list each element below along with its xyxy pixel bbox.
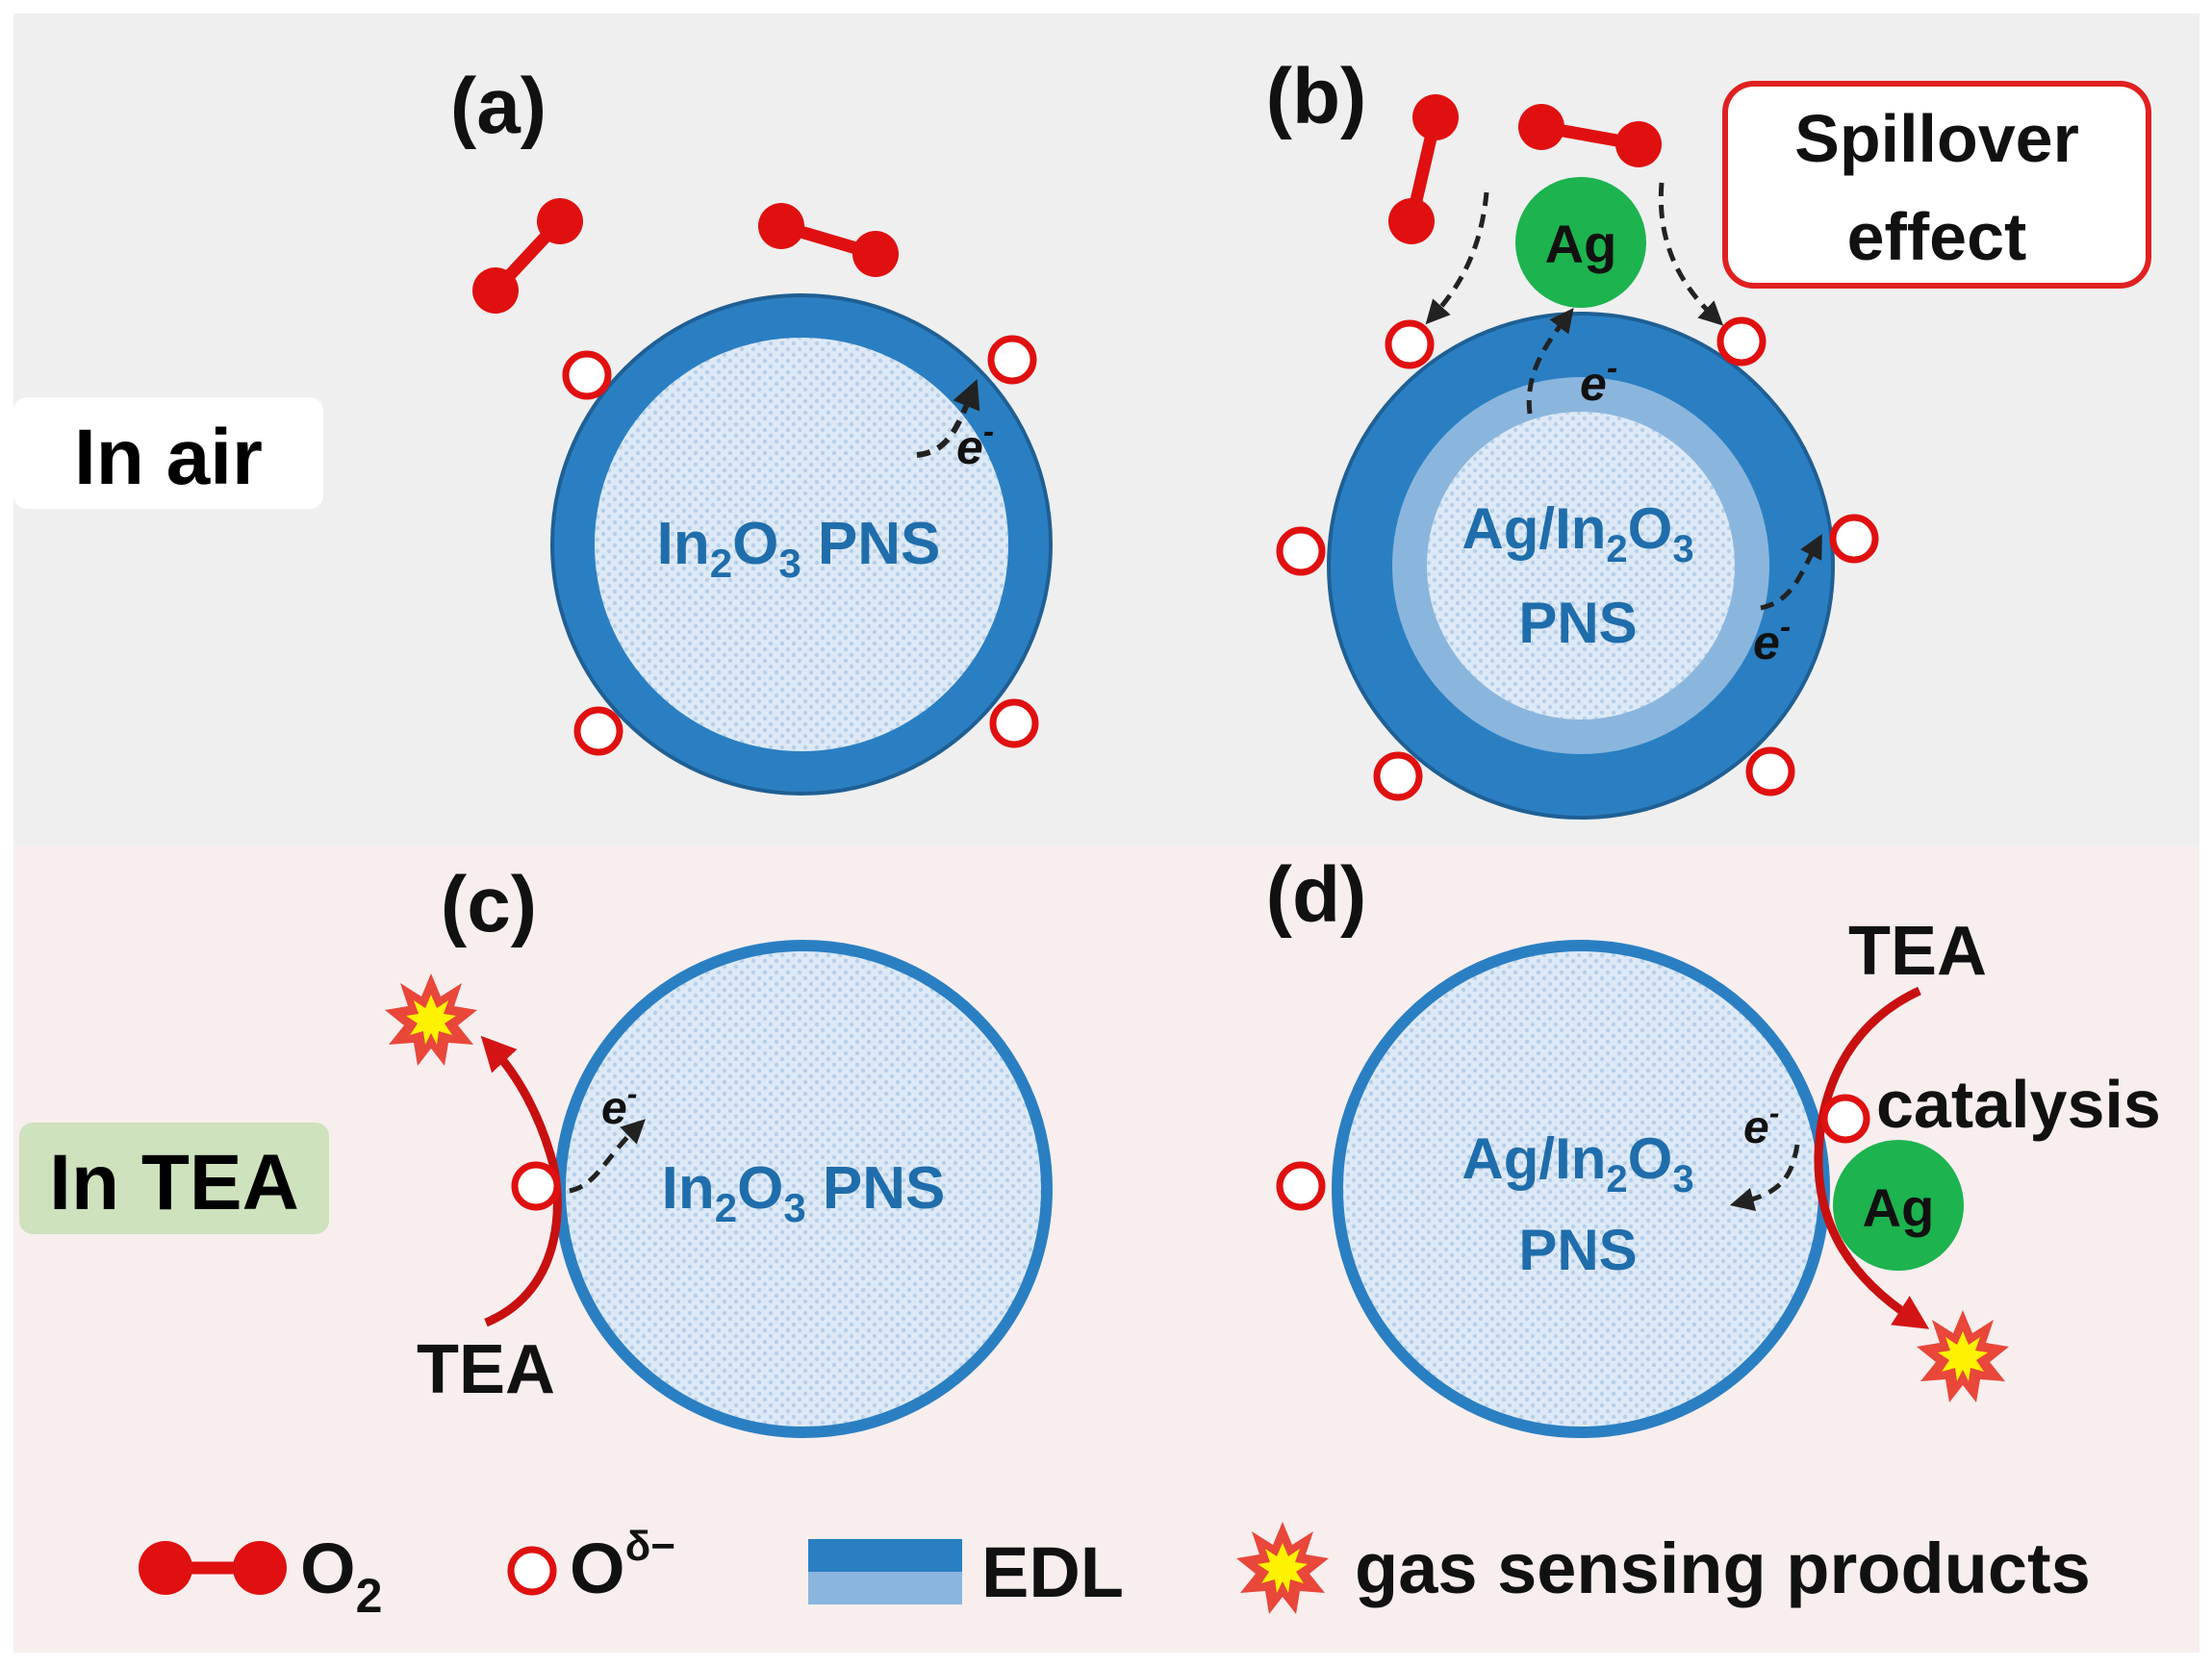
adsorbed-oxygen-ion bbox=[1716, 316, 1767, 366]
spillover-callout-line1: Spillover bbox=[1794, 101, 2079, 176]
spillover-arrow-left bbox=[1425, 191, 1489, 325]
panel-c-tag: (c) bbox=[441, 861, 537, 948]
in2o3-core bbox=[595, 338, 1008, 751]
ag-nanoparticle bbox=[1833, 1140, 1964, 1271]
electron-label: e- bbox=[601, 1076, 637, 1134]
legend-oxygen-ion-label: Oδ− bbox=[570, 1523, 675, 1608]
adsorbed-oxygen-ion bbox=[511, 1161, 561, 1211]
ag-label: Ag bbox=[1545, 214, 1617, 274]
adsorbed-oxygen-ion bbox=[1276, 526, 1326, 576]
adsorbed-oxygen-ion bbox=[1820, 1094, 1870, 1144]
tea-label: TEA bbox=[1848, 913, 1987, 990]
tea-reaction-arrow bbox=[480, 1035, 562, 1327]
tea-reaction-arrow bbox=[1814, 986, 1930, 1329]
spillover-callout-box bbox=[1722, 81, 2151, 289]
ag-in2o3-core bbox=[1427, 412, 1735, 720]
adsorbed-oxygen-ion bbox=[1373, 751, 1423, 801]
legend-edl-icon bbox=[808, 1539, 962, 1604]
in-tea-label: In TEA bbox=[49, 1139, 299, 1226]
catalysis-label: catalysis bbox=[1876, 1067, 2161, 1142]
adsorbed-oxygen-ion bbox=[989, 698, 1039, 748]
adsorbed-oxygen-ion bbox=[1829, 514, 1879, 564]
o2-molecule bbox=[1518, 104, 1662, 167]
electron-transfer-arrow bbox=[916, 379, 980, 458]
electron-transfer-arrow bbox=[569, 1119, 646, 1194]
legend-o2-label: O2 bbox=[300, 1528, 382, 1623]
legend-oxygen-ion-icon bbox=[507, 1546, 557, 1596]
o2-molecule bbox=[758, 203, 899, 277]
panel-a: (a) In2O3 PNS e- bbox=[450, 63, 1053, 796]
panel-d-core-label-line2: PNS bbox=[1518, 1218, 1637, 1282]
electron-transfer-arrow bbox=[1760, 533, 1822, 611]
in-air-label-box bbox=[13, 397, 323, 509]
adsorbed-oxygen-ion bbox=[1385, 319, 1435, 369]
panel-c: (c) In2O3 PNS TEA e- bbox=[385, 861, 1053, 1438]
electron-label: e- bbox=[956, 414, 994, 474]
gas-product-burst-icon bbox=[385, 973, 477, 1066]
panel-c-core-label: In2O3 PNS bbox=[662, 1155, 946, 1230]
gas-product-burst-icon bbox=[1917, 1310, 2009, 1402]
electron-transfer-arrow bbox=[1526, 308, 1574, 415]
panel-b: (b) Spillover effect Ag/In2O3 PNS Ag bbox=[1266, 53, 2151, 820]
electron-transfer-arrow bbox=[1729, 1144, 1800, 1212]
spillover-callout-line2: effect bbox=[1847, 199, 2027, 274]
adsorbed-oxygen-ion bbox=[987, 335, 1037, 385]
panel-b-core-label-line1: Ag/In2O3 bbox=[1462, 496, 1693, 570]
panel-b-core-label-line2: PNS bbox=[1518, 591, 1637, 655]
ag-nanoparticle bbox=[1515, 177, 1646, 308]
panel-d-core-label-line1: Ag/In2O3 bbox=[1462, 1126, 1693, 1200]
legend: O2 Oδ− EDL gas sensing products bbox=[139, 1522, 2091, 1623]
legend-gas-product-burst-icon bbox=[1236, 1522, 1329, 1614]
electron-label: e- bbox=[1743, 1096, 1779, 1153]
panel-b-tag: (b) bbox=[1266, 53, 1367, 140]
ag-label: Ag bbox=[1863, 1177, 1935, 1238]
electron-label: e- bbox=[1580, 350, 1617, 411]
panel-a-tag: (a) bbox=[450, 63, 547, 150]
legend-products-label: gas sensing products bbox=[1355, 1528, 2091, 1608]
adsorbed-oxygen-ion bbox=[562, 350, 612, 400]
adsorbed-oxygen-ion bbox=[573, 706, 623, 756]
panel-d: (d) Ag/In2O3 PNS TEA catalysis Ag e- bbox=[1266, 851, 2161, 1438]
o2-molecule bbox=[1388, 94, 1459, 244]
in-tea-label-box bbox=[19, 1123, 329, 1234]
electron-label: e- bbox=[1753, 609, 1791, 669]
legend-edl-label: EDL bbox=[981, 1532, 1124, 1612]
legend-o2-icon bbox=[139, 1541, 287, 1595]
tea-row-background bbox=[13, 846, 2199, 1653]
adsorbed-oxygen-ion bbox=[1276, 1161, 1326, 1211]
adsorbed-oxygen-ion bbox=[1745, 746, 1795, 796]
panel-a-core-label: In2O3 PNS bbox=[657, 511, 941, 586]
in-air-label: In air bbox=[74, 414, 263, 501]
spillover-arrow-right bbox=[1658, 182, 1724, 326]
tea-label: TEA bbox=[417, 1331, 555, 1408]
o2-molecule bbox=[472, 198, 583, 314]
panel-d-tag: (d) bbox=[1266, 851, 1367, 939]
